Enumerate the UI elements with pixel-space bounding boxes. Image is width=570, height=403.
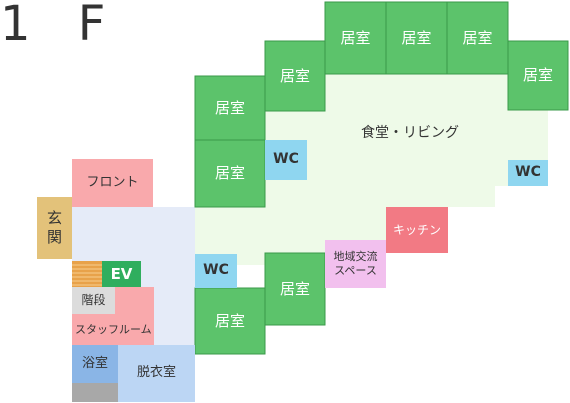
living-room-9[interactable]: [194, 287, 266, 355]
dining-area: [195, 74, 548, 265]
floor-label: 1 F: [0, 0, 122, 52]
living-room-4[interactable]: [264, 40, 326, 112]
wc-1[interactable]: [265, 140, 307, 180]
living-room-3-label: 居室: [462, 28, 493, 47]
grey-block: [72, 383, 118, 402]
community-space[interactable]: [325, 240, 386, 288]
living-room-2-label: 居室: [401, 28, 432, 47]
living-room-5-label: 居室: [522, 66, 553, 85]
living-room-9-label: 居室: [214, 311, 245, 330]
stairs-hatch: [72, 261, 102, 287]
living-room-4-label: 居室: [279, 66, 310, 85]
bath[interactable]: [72, 345, 118, 383]
living-room-8[interactable]: [264, 252, 326, 326]
living-room-3[interactable]: [446, 1, 509, 75]
community-label: 地域交流 スペース: [333, 250, 378, 277]
wc-3-label: WC: [203, 262, 229, 279]
living-room-6[interactable]: [194, 75, 266, 141]
bath-label: 浴室: [81, 355, 108, 371]
staff-room-label: スタッフルーム: [75, 323, 152, 337]
kitchen-label: キッチン: [392, 222, 441, 237]
living-room-6-label: 居室: [214, 98, 245, 117]
front-desk-label: フロント: [86, 174, 139, 190]
living-room-7[interactable]: [194, 139, 266, 208]
living-room-1-label: 居室: [340, 28, 371, 47]
wc-2-label: WC: [515, 164, 541, 181]
living-room-8-label: 居室: [279, 279, 310, 298]
entrance-label: 玄 関: [46, 209, 62, 246]
elevator-label: EV: [110, 264, 133, 283]
living-room-7-label: 居室: [214, 164, 245, 183]
dressing-room[interactable]: [118, 345, 195, 402]
entrance[interactable]: [37, 197, 72, 259]
stairs[interactable]: [72, 287, 115, 314]
living-room-5[interactable]: [507, 40, 569, 111]
wc-1-label: WC: [273, 151, 299, 168]
dressing-room-label: 脱衣室: [136, 365, 176, 381]
living-room-2[interactable]: [385, 1, 448, 75]
elevator[interactable]: [102, 261, 141, 287]
front-desk[interactable]: [72, 159, 153, 207]
wc-3[interactable]: [195, 254, 237, 288]
staff-room[interactable]: [72, 287, 154, 345]
kitchen[interactable]: [386, 207, 448, 253]
wc-2[interactable]: [508, 160, 548, 186]
dining-label: 食堂・リビング: [361, 125, 459, 142]
stairs-label: 階段: [81, 293, 106, 307]
